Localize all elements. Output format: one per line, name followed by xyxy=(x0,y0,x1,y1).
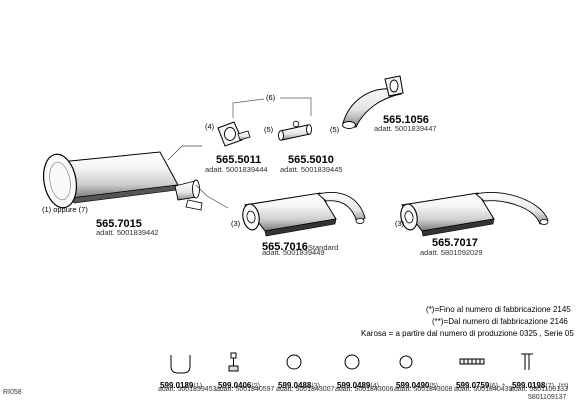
hardware-qty: (2) xyxy=(251,383,260,390)
note-2: (**)=Dal numero di fabbricazione 2146 xyxy=(432,317,568,326)
adatt-565-7017: adatt. 5801092029 xyxy=(420,248,483,257)
hardware-number: 599.0189 xyxy=(160,381,194,390)
ring-icon-5 xyxy=(399,355,413,369)
callout-565-5010: (5) xyxy=(264,125,274,134)
hardware-qty: (4) xyxy=(370,383,379,390)
hardware-adatt: adatt. 5001843006 xyxy=(335,386,394,393)
hardware-adatt-2: 5801109137 xyxy=(528,394,567,401)
callout-565-7015: (1) oppure (7) xyxy=(42,205,88,214)
strap-icon xyxy=(459,358,485,365)
note-1: (*)=Fino al numero di fabbricazione 2145 xyxy=(426,305,571,314)
hardware-number: 599.0490 xyxy=(396,381,430,390)
ring-icon-3 xyxy=(286,354,302,370)
adatt-565-1056: adatt. 5001839447 xyxy=(374,124,437,133)
hardware-qty: (6) xyxy=(489,383,498,390)
leader-lines xyxy=(167,145,229,209)
hardware-adatt: adatt. 5001840597 xyxy=(216,386,275,393)
clamp-icon xyxy=(521,353,533,370)
hardware-599-0189: 599.0189(1) xyxy=(160,376,202,392)
hardware-599-0198: 599.0198(7) (**) xyxy=(512,376,569,392)
bent-pipe-565-1056 xyxy=(342,75,404,129)
bracket-6 xyxy=(232,97,312,118)
adatt-565-7016: adatt. 5001839449 xyxy=(262,248,325,257)
flange-565-5011 xyxy=(217,121,251,147)
hardware-number: 599.0198 xyxy=(512,381,546,390)
part-number-565-7015: 565.7015 xyxy=(96,218,142,230)
hardware-599-0490: 599.0490(5) xyxy=(396,376,438,392)
bolt-icon xyxy=(228,352,239,372)
u-bolt-icon xyxy=(170,355,191,374)
hardware-adatt: adatt. 5001843008 xyxy=(394,386,453,393)
adatt-565-5011: adatt. 5001839444 xyxy=(205,165,268,174)
drawing-code: RI058 xyxy=(3,389,22,396)
part-number-565-7016-wrap: 565.7016Standard xyxy=(262,238,338,254)
hardware-qty: (1) xyxy=(193,383,202,390)
part-number-565-5011: 565.5011 xyxy=(216,154,262,166)
hardware-number: 599.0489 xyxy=(337,381,371,390)
hardware-599-0406: 599.0406(2) xyxy=(218,376,260,392)
silencer-565-7017 xyxy=(400,192,549,237)
callout-565-1056: (5) xyxy=(330,125,340,134)
part-number-565-1056: 565.1056 xyxy=(383,114,429,126)
hardware-599-0489: 599.0489(4) xyxy=(337,376,379,392)
hardware-number: 599.0759 xyxy=(456,381,490,390)
hardware-number: 599.0406 xyxy=(218,381,252,390)
ring-icon-4 xyxy=(344,354,360,370)
silencer-565-7016 xyxy=(242,192,366,237)
adatt-565-5010: adatt. 5001839445 xyxy=(280,165,343,174)
part-number-565-5010: 565.5010 xyxy=(288,154,334,166)
hardware-adatt: adatt. 5001840439 xyxy=(454,386,513,393)
hardware-qty: (3) xyxy=(311,383,320,390)
hardware-adatt: adatt. 5001843007 xyxy=(276,386,335,393)
standard-label: Standard xyxy=(307,243,339,252)
hardware-mark: * xyxy=(502,383,506,390)
hardware-qty: (7) xyxy=(545,383,554,390)
hardware-adatt: adatt. 5801109133 xyxy=(510,386,568,393)
part-number-565-7017: 565.7017 xyxy=(432,237,478,249)
hardware-number: 599.0488 xyxy=(278,381,312,390)
hardware-icons xyxy=(170,352,533,374)
bracket-label: (6) xyxy=(266,93,276,102)
part-number-565-7016: 565.7016 xyxy=(262,241,308,253)
hardware-599-0759: 599.0759(6) * xyxy=(456,376,505,392)
pipe-565-5010 xyxy=(278,120,312,141)
hardware-599-0488: 599.0488(3) xyxy=(278,376,320,392)
silencer-565-7015 xyxy=(42,151,203,211)
note-3: Karosa = a partire dal numero di produzi… xyxy=(361,329,574,338)
callout-565-7016: (3) xyxy=(231,219,241,228)
adatt-565-7015: adatt. 5001839442 xyxy=(96,228,159,237)
callout-565-5011: (4) xyxy=(205,122,215,131)
hardware-mark: (**) xyxy=(558,383,569,390)
hardware-qty: (5) xyxy=(429,383,438,390)
hardware-adatt: adatt. 5001839453 xyxy=(158,386,217,393)
callout-565-7017: (3) xyxy=(395,219,405,228)
